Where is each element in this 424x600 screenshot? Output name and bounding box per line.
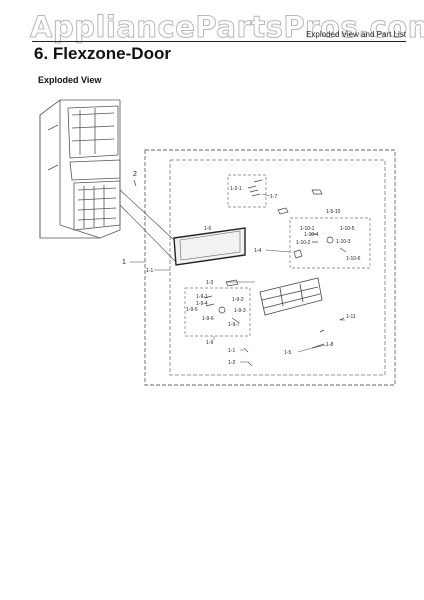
callout-1-9-4: 1-9-4 [196, 301, 208, 307]
callout-1-10-6: 1-10-6 [346, 256, 361, 262]
callout-2: 2 [133, 171, 137, 178]
inner-dashed-boundary [169, 159, 386, 376]
refrigerator-drawing [39, 99, 121, 239]
callout-1-7: 1-7 [270, 194, 277, 200]
callout-1-5: 1-5 [284, 350, 291, 356]
callout-1-9: 1-9 [206, 340, 213, 346]
callout-1-10-1: 1-10-1 [300, 226, 315, 232]
subassembly-box-1-10 [289, 217, 371, 269]
callout-1-10-3: 1-10-3 [336, 239, 351, 245]
callout-1-10-2: 1-10-2 [296, 240, 311, 246]
callout-1-2: 1-2 [228, 360, 235, 366]
callout-1-10-5: 1-10-5 [340, 226, 355, 232]
page-title: 6. Flexzone-Door [34, 44, 171, 63]
callout-1-4: 1-4 [254, 248, 261, 254]
callout-1-8: 1-8 [326, 342, 333, 348]
callout-1-11: 1-11 [346, 314, 356, 320]
header-section-label: Exploded View and Part List [306, 30, 406, 39]
leader-panel-2 [119, 204, 177, 263]
watermark-logo: AppliancePartsPros.com [29, 10, 424, 45]
leader-panel [119, 189, 175, 241]
callout-1-3: 1-3 [206, 280, 213, 286]
small-parts [133, 179, 347, 367]
callout-1-5-10: 1-5-10 [326, 209, 341, 215]
callout-1: 1 [122, 259, 126, 266]
diagram-subtitle: Exploded View [38, 75, 102, 85]
header-rule [32, 41, 406, 42]
subassembly-box-1-9 [184, 287, 251, 337]
callout-1-9-1: 1-9-1 [196, 294, 208, 300]
callout-1-10-4: 1-10-4 [304, 232, 319, 238]
callout-1-9-3: 1-9-3 [234, 308, 246, 314]
callout-1-9-7: 1-9-7 [228, 322, 240, 328]
callout-1-9-2: 1-9-2 [232, 297, 244, 303]
callout-1-1b: 1-1 [228, 348, 235, 354]
callout-1-2-1: 1-2-1 [230, 186, 242, 192]
callout-leaders [130, 193, 345, 363]
callout-1-9-6: 1-9-6 [202, 316, 214, 322]
part-panel-1-6 [173, 227, 246, 266]
part-door-bin [259, 277, 323, 316]
callout-1-1: 1-1 [146, 268, 153, 274]
callout-1-6: 1-6 [204, 226, 211, 232]
outer-dashed-boundary [144, 149, 396, 386]
callout-1-9-5: 1-9-5 [186, 307, 198, 313]
